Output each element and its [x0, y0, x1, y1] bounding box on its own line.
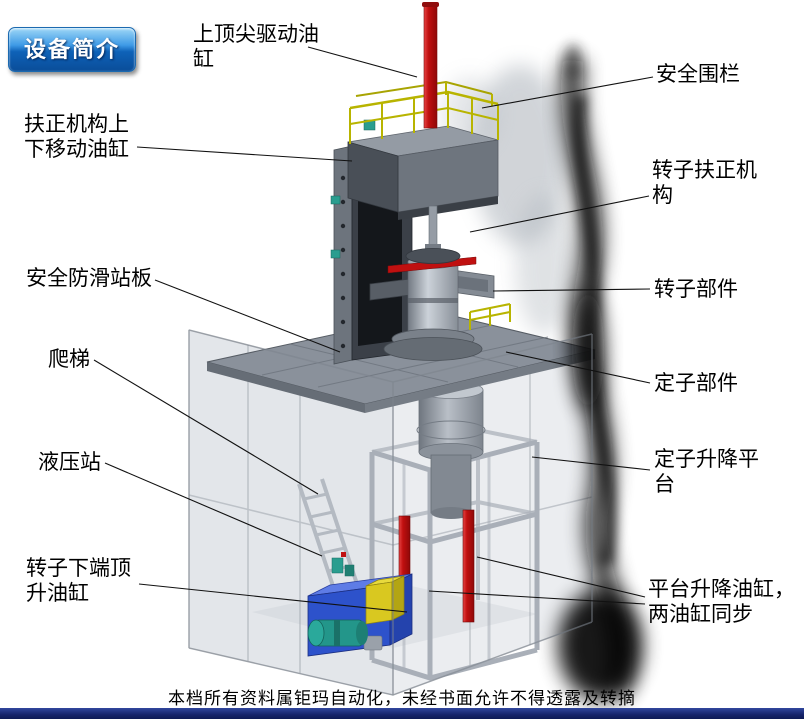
rotor-assembly	[369, 205, 495, 361]
label-ladder: 爬梯	[48, 347, 90, 371]
enclosure-edge-lines	[188, 329, 593, 696]
label-rotor-centering-mechanism: 转子扶正机构	[652, 158, 757, 207]
label-stator-lift-platform: 定子升降平台	[654, 447, 759, 496]
top-safety-railing	[349, 80, 499, 144]
label-rotor-component: 转子部件	[654, 277, 738, 301]
bottom-bar	[0, 708, 804, 719]
label-centering-updown-cylinder: 扶正机构上下移动油缸	[24, 112, 129, 161]
label-safety-fence: 安全围栏	[656, 62, 740, 86]
label-platform-lift-cylinders: 平台升降油缸，两油缸同步	[648, 577, 795, 626]
top-drive-cylinder-rod	[422, 2, 439, 129]
label-antislip-standing-board: 安全防滑站板	[26, 266, 152, 290]
hydraulic-station-unit	[307, 552, 413, 657]
label-stator-component: 定子部件	[654, 371, 738, 395]
equipment-intro-badge: 设备简介	[8, 27, 137, 72]
stator-lift-frame	[369, 427, 540, 681]
copyright-footer: 本档所有资料属钜玛自动化，未经书面允许不得透露及转摘	[168, 689, 636, 708]
label-top-drive-cylinder: 上顶尖驱动油缸	[193, 22, 319, 71]
stator-column	[416, 381, 486, 519]
c-frame-column	[330, 119, 499, 365]
label-hydraulic-station: 液压站	[38, 450, 101, 474]
leader-lines	[93, 46, 654, 613]
platform-side-railing	[469, 303, 511, 330]
label-rotor-bottom-jack-cylinder: 转子下端顶升油缸	[26, 556, 131, 605]
